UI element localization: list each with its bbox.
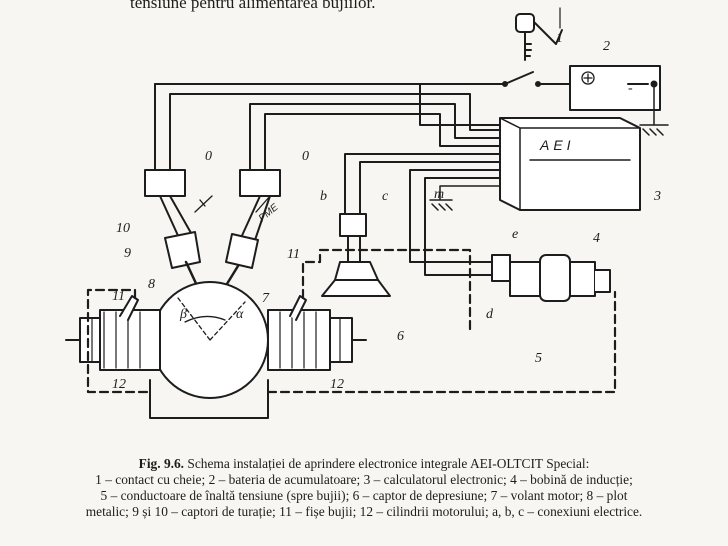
label-3: 3 <box>653 189 661 204</box>
caption-title: Schema instalației de aprindere electron… <box>184 456 590 471</box>
label-5: 5 <box>535 351 542 366</box>
aei-computer <box>499 117 641 211</box>
battery-box <box>569 65 661 111</box>
label-b: b <box>320 189 327 204</box>
label-aei: AEI <box>539 137 575 153</box>
label-o-left: 0 <box>205 149 212 164</box>
label-7: 7 <box>262 291 270 306</box>
label-m: m <box>434 187 444 202</box>
figure-caption: Fig. 9.6. Schema instalației de aprinder… <box>8 456 720 520</box>
label-4: 4 <box>593 231 600 246</box>
label-battery-minus: - <box>628 81 633 96</box>
label-12-right: 12 <box>330 377 344 392</box>
depression-sensor <box>321 279 391 297</box>
caption-line-3: 5 – conductoare de înaltă tensiune (spre… <box>100 488 628 503</box>
label-6: 6 <box>397 329 404 344</box>
label-c: c <box>382 189 389 204</box>
label-12-left: 12 <box>112 377 126 392</box>
label-d: d <box>486 307 494 322</box>
label-e: e <box>512 227 518 242</box>
caption-line-2: 1 – contact cu cheie; 2 – bateria de acu… <box>95 472 633 487</box>
label-8: 8 <box>148 277 155 292</box>
label-pme: PME <box>257 202 281 225</box>
label-10: 10 <box>116 221 130 236</box>
label-2: 2 <box>603 39 610 54</box>
caption-line-1: Fig. 9.6. Schema instalației de aprinder… <box>8 456 720 472</box>
label-1: 1 <box>556 31 563 46</box>
top-text: tensiune pentru alimentarea bujiilor. <box>130 0 376 12</box>
caption-fig-label: Fig. 9.6. <box>138 456 185 471</box>
caption-line-4: metalic; 9 și 10 – captori de turație; 1… <box>85 504 643 519</box>
label-11-left: 11 <box>112 289 125 304</box>
label-o-right: 0 <box>302 149 309 164</box>
ignition-key-icon <box>515 7 563 61</box>
label-alpha: α <box>236 307 244 322</box>
switch-contact <box>154 71 571 85</box>
label-beta: β <box>179 307 187 322</box>
label-11-right: 11 <box>287 247 300 262</box>
label-9: 9 <box>124 246 131 261</box>
